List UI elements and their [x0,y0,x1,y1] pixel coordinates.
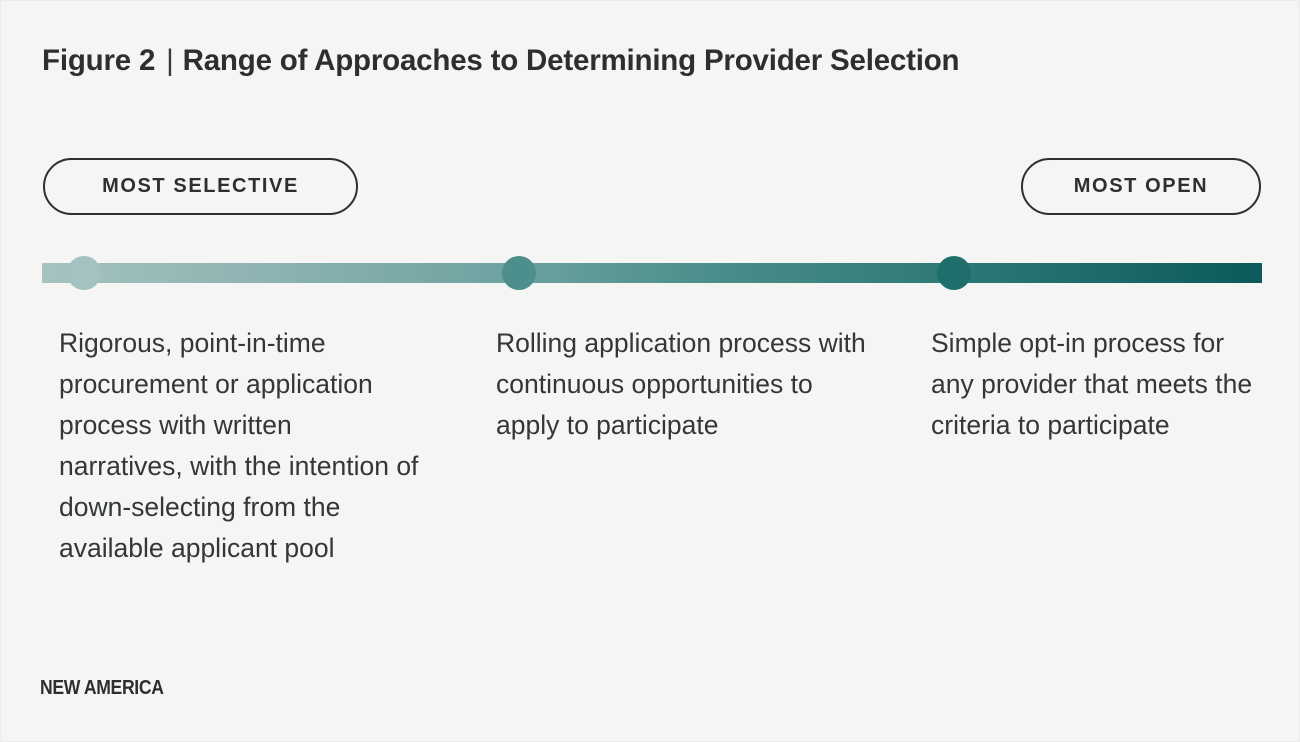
page-title: Figure 2 |Range of Approaches to Determin… [42,44,960,78]
description-column-1: Rigorous, point-in-time procurement or a… [59,328,419,563]
new-america-wordmark: NEW AMERICA [40,677,164,699]
most-selective-badge: MOST SELECTIVE [43,158,358,215]
description-column-2: Rolling application process with continu… [496,328,866,440]
spectrum-marker-1 [67,256,101,290]
title-separator: | [166,44,174,77]
most-open-badge: MOST OPEN [1021,158,1261,215]
spectrum-marker-2 [502,256,536,290]
most-open-label: MOST OPEN [1073,175,1209,197]
figure-title-text: Range of Approaches to Determining Provi… [182,44,960,77]
figure-number: Figure 2 [42,44,156,77]
gradient-track [42,263,1262,283]
most-selective-label: MOST SELECTIVE [102,175,299,197]
spectrum-bar [42,256,1262,290]
description-column-3: Simple opt-in process for any provider t… [931,328,1253,440]
spectrum-marker-3 [937,256,971,290]
